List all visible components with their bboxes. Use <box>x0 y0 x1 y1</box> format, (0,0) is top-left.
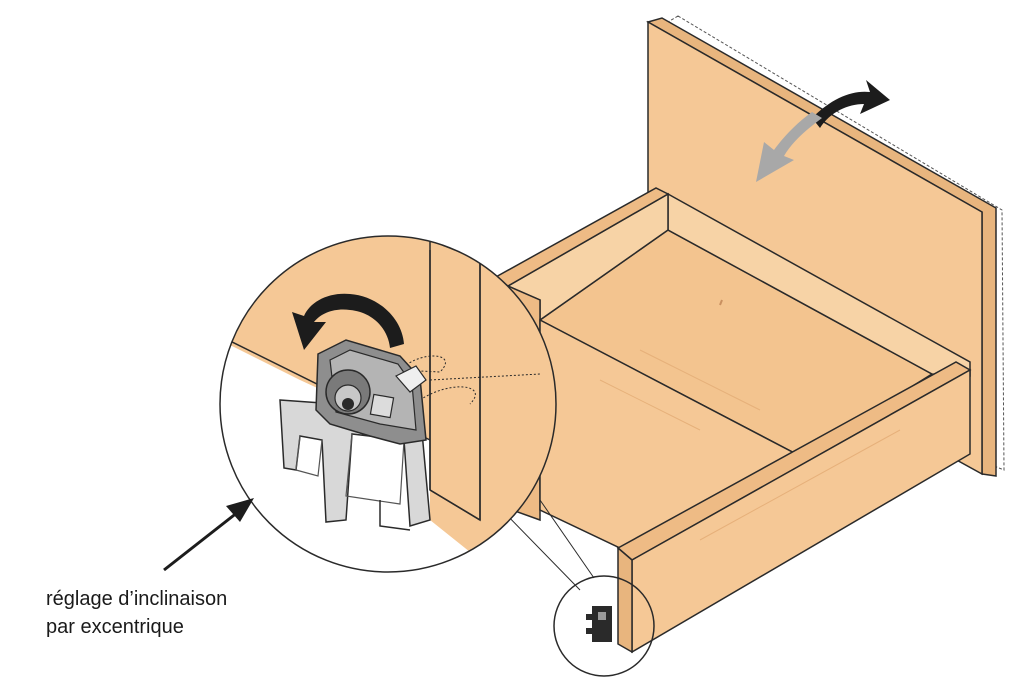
rotate-ccw-arrow-icon <box>292 293 404 350</box>
caption-line-2: par excentrique <box>46 616 184 638</box>
small-detail-circle <box>553 575 655 677</box>
caption-text: réglage d’inclinaison par excentrique <box>46 585 227 641</box>
callout-lines <box>499 499 595 591</box>
zoom-detail-circle <box>219 235 557 573</box>
tilt-adjust-arrows-icon <box>756 80 890 182</box>
eccentric-adjuster <box>315 339 427 445</box>
caption-line-1: réglage d’inclinaison <box>46 588 228 610</box>
pointer-arrow-icon <box>163 498 254 572</box>
